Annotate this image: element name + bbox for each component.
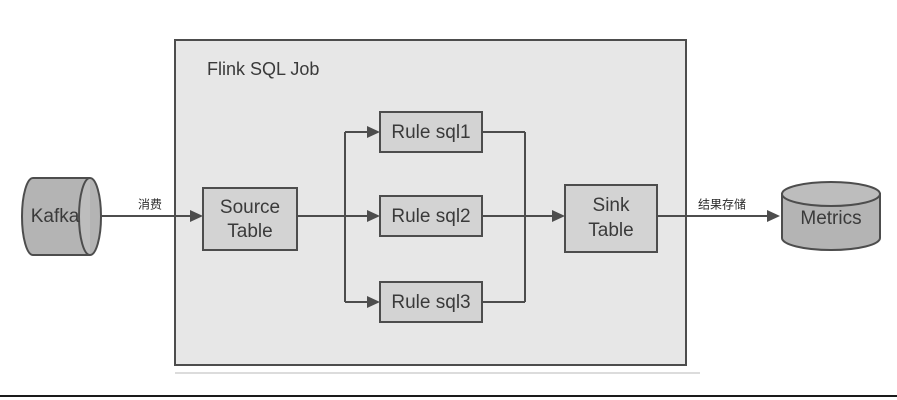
- edge-sink-to-metrics: 结果存储: [657, 197, 780, 222]
- kafka-cylinder-cap: [78, 177, 91, 256]
- edge-branch-to-rule2-arrowhead: [367, 210, 380, 222]
- sink-table-label-line2: Table: [588, 220, 633, 241]
- rule-sql1-label: Rule sql1: [391, 122, 470, 143]
- rule-sql3-label: Rule sql3: [391, 292, 470, 313]
- edge-kafka-to-source: 消费: [101, 198, 203, 222]
- edge-sink-to-metrics-label: 结果存储: [698, 197, 746, 212]
- kafka-label: Kafka: [31, 206, 80, 227]
- metrics-label: Metrics: [800, 208, 861, 229]
- metrics-node[interactable]: Metrics: [781, 181, 881, 251]
- edge-source-to-rules: [297, 126, 380, 308]
- edge-branch-to-rule1-arrowhead: [367, 126, 380, 138]
- edge-kafka-to-source-label: 消费: [138, 198, 162, 212]
- metrics-cylinder-body: [781, 193, 881, 251]
- sink-table-node[interactable]: Sink Table: [564, 184, 658, 253]
- edge-kafka-to-source-arrowhead: [190, 210, 203, 222]
- source-table-label-line2: Table: [227, 221, 272, 242]
- sink-table-box: [564, 184, 658, 253]
- rule-sql3-node[interactable]: Rule sql3: [379, 281, 483, 323]
- edge-branch-to-rule3-arrowhead: [367, 296, 380, 308]
- rule-sql1-box: [379, 111, 483, 153]
- rule-sql2-label: Rule sql2: [391, 206, 470, 227]
- rule-sql2-node[interactable]: Rule sql2: [379, 195, 483, 237]
- sink-table-label-line1: Sink: [593, 195, 630, 216]
- source-table-node[interactable]: Source Table: [202, 187, 298, 251]
- edge-sink-to-metrics-arrowhead: [767, 210, 780, 222]
- edge-rules-to-sink: [482, 131, 565, 303]
- flink-sql-job-label: Flink SQL Job: [207, 59, 319, 79]
- rule-sql1-node[interactable]: Rule sql1: [379, 111, 483, 153]
- edge-merge-to-sink-arrowhead: [552, 210, 565, 222]
- kafka-node[interactable]: Kafka: [21, 177, 102, 256]
- source-table-box: [202, 187, 298, 251]
- source-table-label-line1: Source: [220, 197, 280, 218]
- metrics-cylinder-top: [781, 181, 881, 207]
